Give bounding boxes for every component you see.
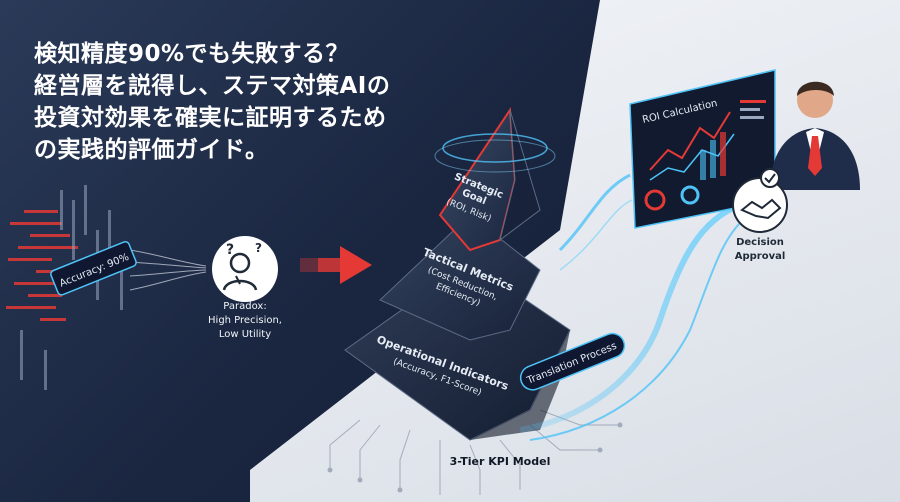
svg-text:?: ?	[255, 241, 262, 255]
decision-line1: Decision	[736, 237, 784, 248]
headline: 検知精度90%でも失敗する？ 経営層を説得し、ステマ対策AIの 投資対効果を確実…	[34, 38, 390, 166]
headline-line-4: の実践的評価ガイド。	[34, 137, 269, 163]
binary-rain-icon	[6, 185, 207, 390]
headline-line-1: 検知精度90%でも失敗する？	[34, 41, 350, 67]
paradox-line3: Low Utility	[218, 329, 272, 340]
paradox-line1: Paradox:	[223, 301, 267, 312]
svg-text:?: ?	[226, 242, 234, 258]
headline-line-3: 投資対効果を確実に証明するため	[34, 105, 387, 131]
circuit-lines	[327, 409, 623, 495]
confused-person-icon: ? ?	[212, 236, 278, 302]
paradox-line2: High Precision,	[208, 315, 282, 326]
headline-line-2: 経営層を説得し、ステマ対策AIの	[34, 73, 391, 99]
paradox-caption: Paradox: High Precision, Low Utility	[190, 300, 300, 342]
decision-line2: Approval	[734, 251, 786, 262]
businessman-icon	[770, 81, 860, 190]
translation-flow	[519, 173, 752, 441]
line-chart-icon	[644, 100, 766, 211]
red-arrow-icon	[300, 246, 372, 284]
model-caption: 3-Tier KPI Model	[449, 455, 551, 468]
handshake-icon	[732, 168, 788, 233]
decision-caption: Decision Approval	[720, 236, 800, 264]
kpi-pyramid	[344, 107, 571, 441]
